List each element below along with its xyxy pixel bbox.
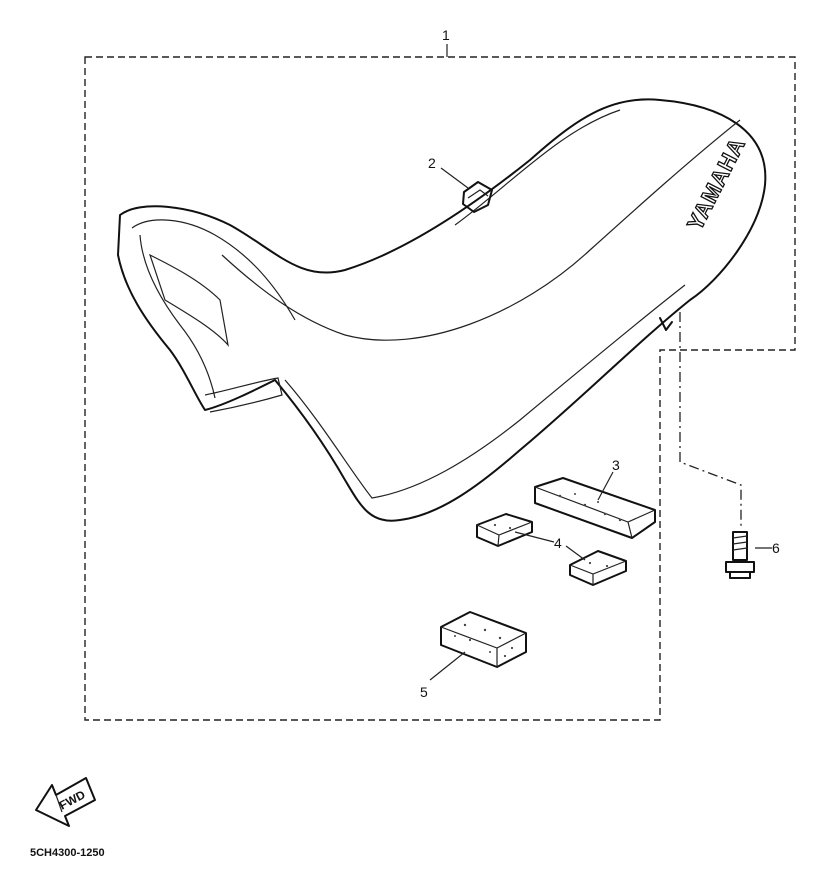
assembly-boundary (84, 56, 796, 721)
bolt-routing-line (679, 312, 742, 528)
leader-4b (565, 545, 586, 561)
diagram-code: 5CH4300-1250 (30, 847, 105, 859)
seat: YAMAHA (117, 98, 767, 522)
seat-logo: YAMAHA (682, 133, 750, 234)
clip (462, 181, 493, 213)
leader-3 (597, 471, 614, 501)
leader-5 (429, 651, 466, 681)
rear-hump-edge (131, 219, 296, 321)
damper-small-b (569, 550, 627, 586)
seat-pan (204, 377, 283, 413)
fwd-arrow: FWD (35, 777, 96, 827)
leader-2 (440, 167, 469, 189)
damper-long (534, 477, 656, 539)
seat-side-seam (284, 284, 686, 499)
callout-3-label: 3 (612, 457, 620, 473)
callout-5: 5 (420, 684, 428, 700)
leader-4a (514, 531, 555, 543)
callout-1: 1 (442, 27, 450, 43)
callout-2: 2 (428, 155, 436, 171)
seat-piping (454, 109, 621, 226)
mount-tab (659, 317, 673, 331)
bolt (725, 531, 755, 579)
damper-small-a (476, 513, 533, 547)
rear-hump-inner (139, 234, 216, 399)
rear-hump-pocket (148, 253, 229, 348)
seat-seam (221, 119, 741, 341)
seat-outline (117, 98, 767, 522)
damper-block (440, 611, 527, 668)
callout-6: 6 (772, 540, 780, 556)
callout-4: 4 (554, 535, 562, 551)
